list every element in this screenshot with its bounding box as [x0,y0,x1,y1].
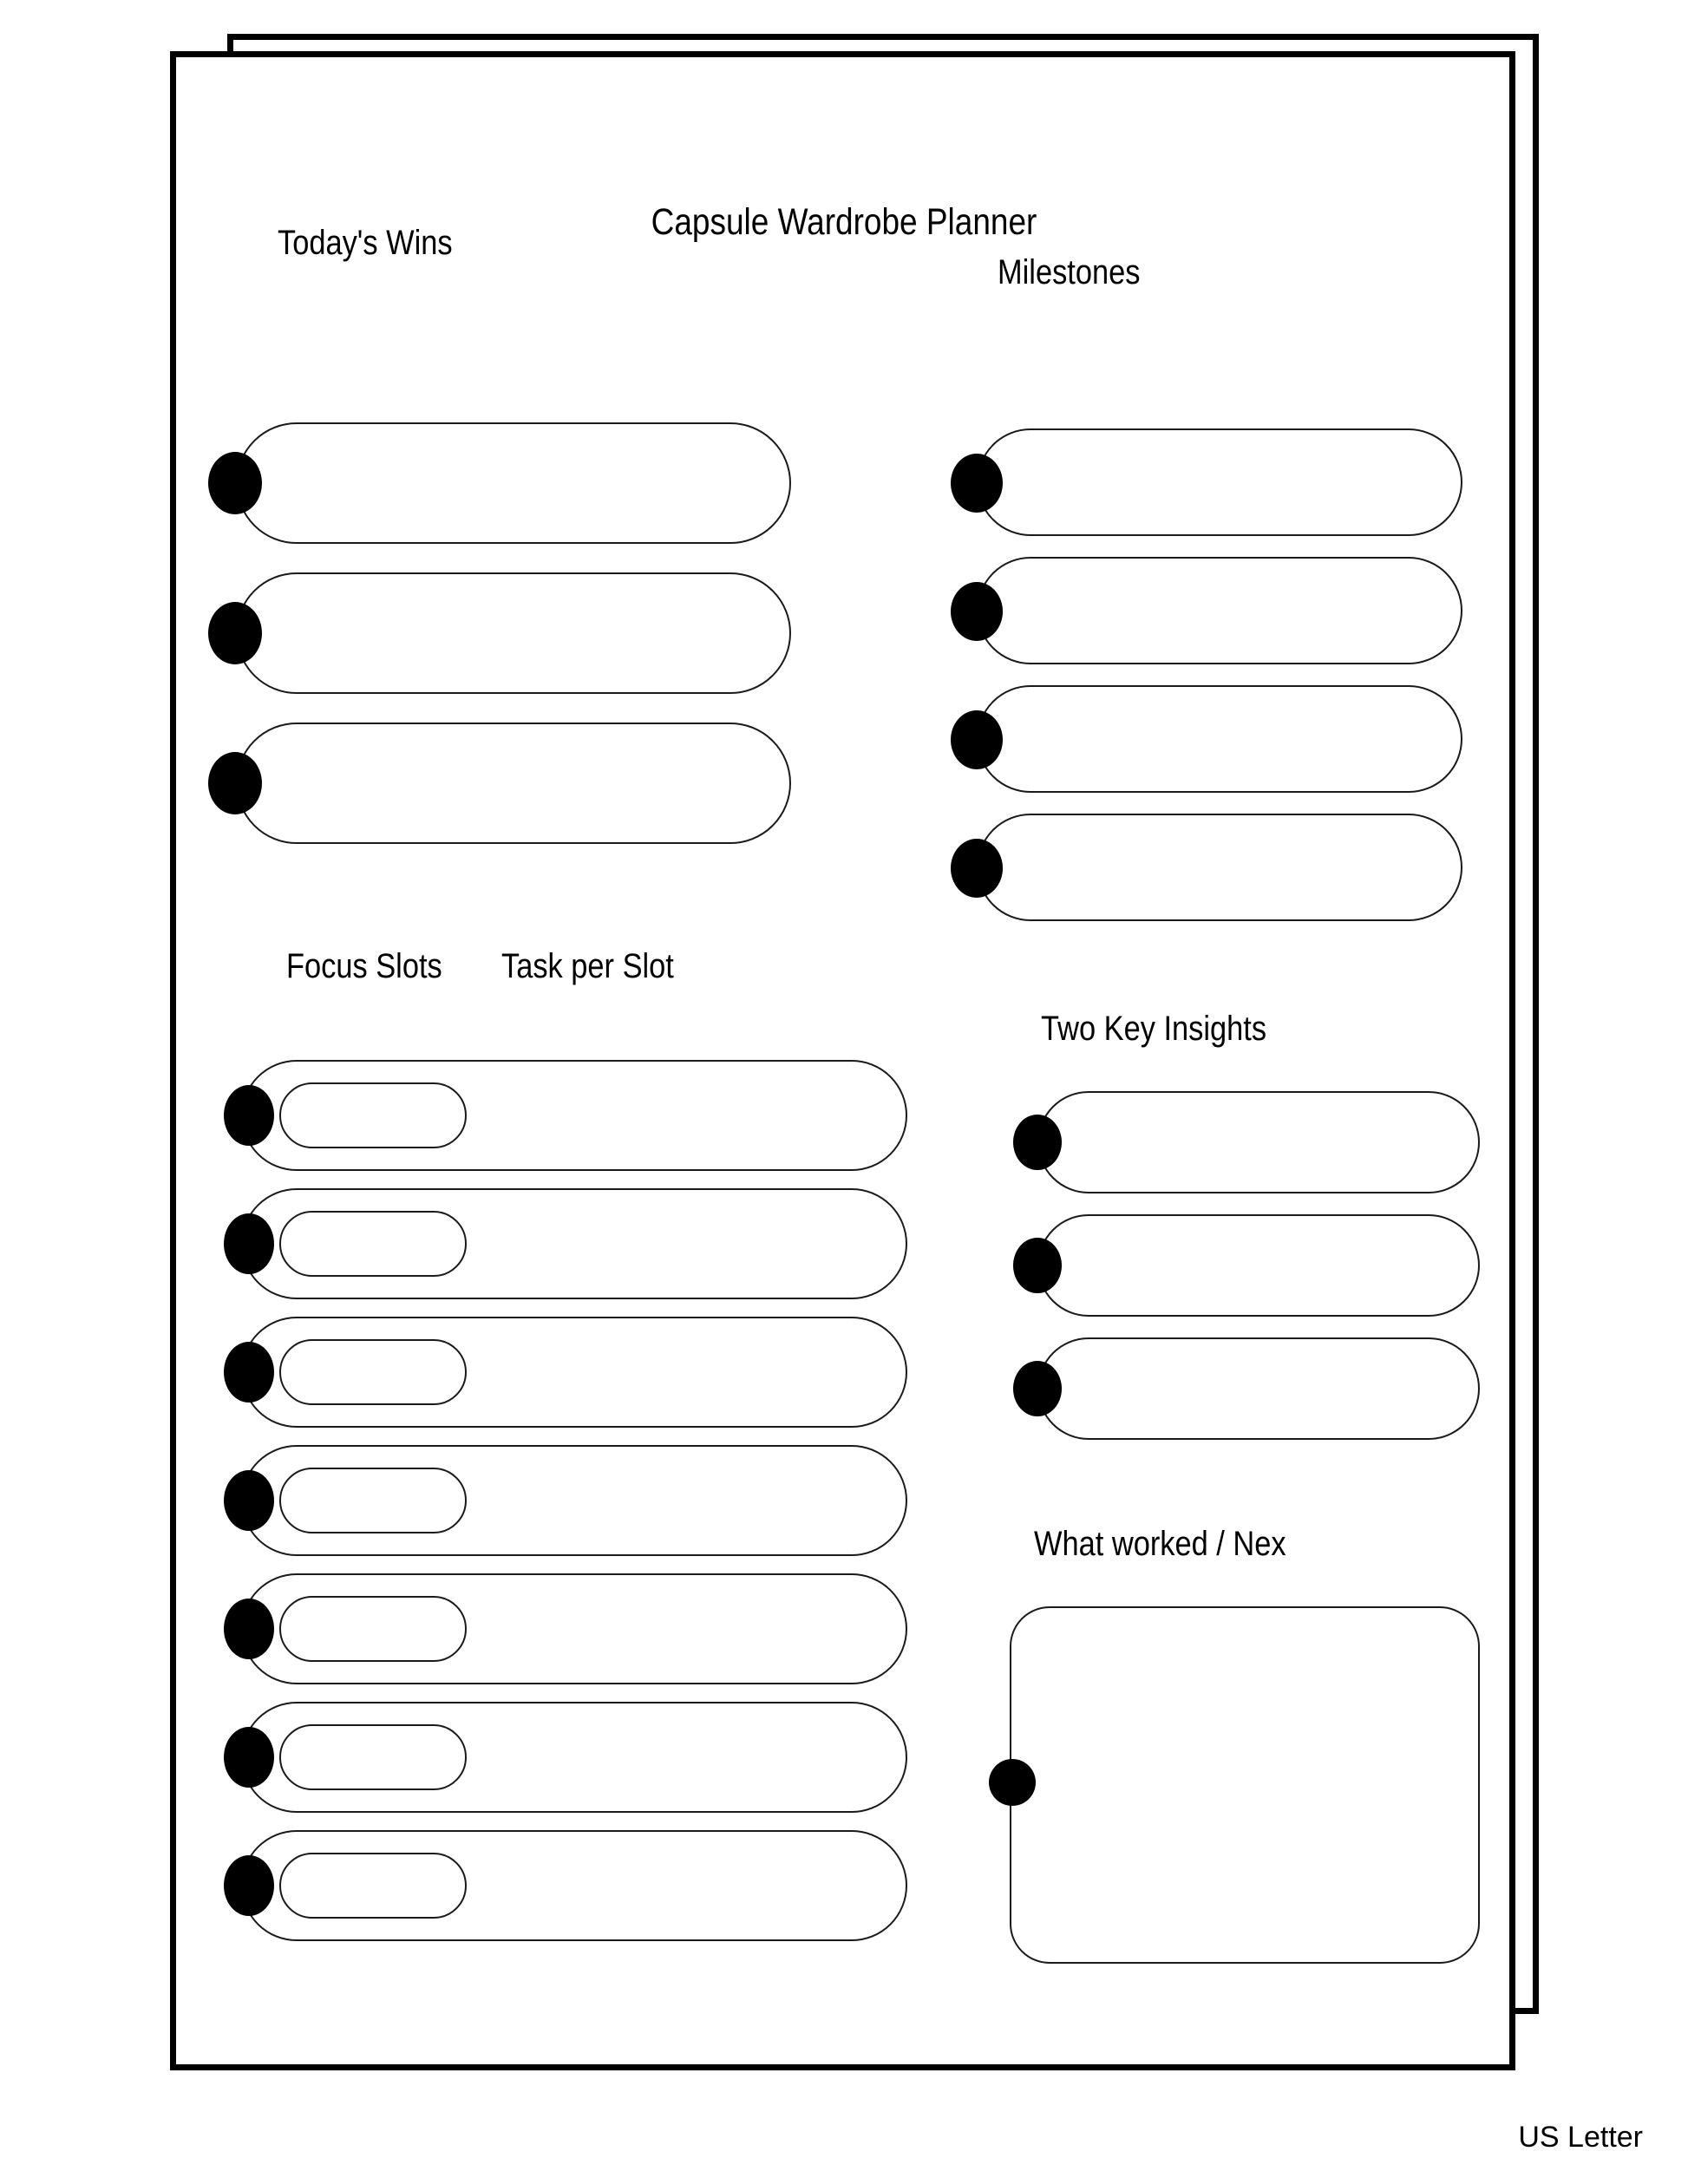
bullet-icon [951,582,1003,641]
bullet-icon [951,454,1003,513]
todays-wins-field-3[interactable] [236,723,791,844]
bullet-icon [208,602,262,664]
focus-slot-time-field-5[interactable] [279,1596,467,1662]
two-key-insights-field-2[interactable] [1037,1214,1480,1317]
bullet-icon [224,1342,274,1403]
bullet-icon [951,839,1003,898]
milestones-field-3[interactable] [977,685,1462,793]
bullet-icon [224,1727,274,1788]
bullet-icon [208,752,262,814]
focus-slot-time-field-1[interactable] [279,1082,467,1148]
two-key-insights-field-1[interactable] [1037,1091,1480,1193]
page-title: Capsule Wardrobe Planner [651,201,1037,243]
bullet-icon [989,1759,1036,1806]
bullet-icon [208,452,262,514]
section-heading-two-key-insights: Two Key Insights [1041,1010,1267,1048]
bullet-icon [224,1470,274,1531]
section-heading-task-per-slot: Task per Slot [501,947,674,985]
bullet-icon [224,1855,274,1916]
milestones-field-1[interactable] [977,428,1462,536]
focus-slot-time-field-2[interactable] [279,1211,467,1277]
focus-slot-time-field-6[interactable] [279,1724,467,1790]
bullet-icon [224,1085,274,1146]
paper-size-label: US Letter [1518,2121,1643,2154]
focus-slot-time-field-3[interactable] [279,1339,467,1405]
section-heading-focus-slots: Focus Slots [286,947,442,985]
focus-slot-time-field-4[interactable] [279,1468,467,1533]
bullet-icon [1013,1238,1062,1293]
section-heading-milestones: Milestones [998,253,1141,291]
todays-wins-field-1[interactable] [236,422,791,544]
section-heading-todays-wins: Today's Wins [278,224,453,262]
two-key-insights-field-3[interactable] [1037,1337,1480,1440]
what-worked-notes-field[interactable] [1010,1606,1480,1964]
bullet-icon [224,1213,274,1274]
focus-slot-time-field-7[interactable] [279,1853,467,1919]
section-heading-what-worked: What worked / Nex [1034,1525,1286,1563]
todays-wins-field-2[interactable] [236,572,791,694]
bullet-icon [951,710,1003,769]
milestones-field-4[interactable] [977,814,1462,921]
milestones-field-2[interactable] [977,557,1462,664]
bullet-icon [1013,1361,1062,1416]
bullet-icon [1013,1115,1062,1170]
bullet-icon [224,1599,274,1659]
